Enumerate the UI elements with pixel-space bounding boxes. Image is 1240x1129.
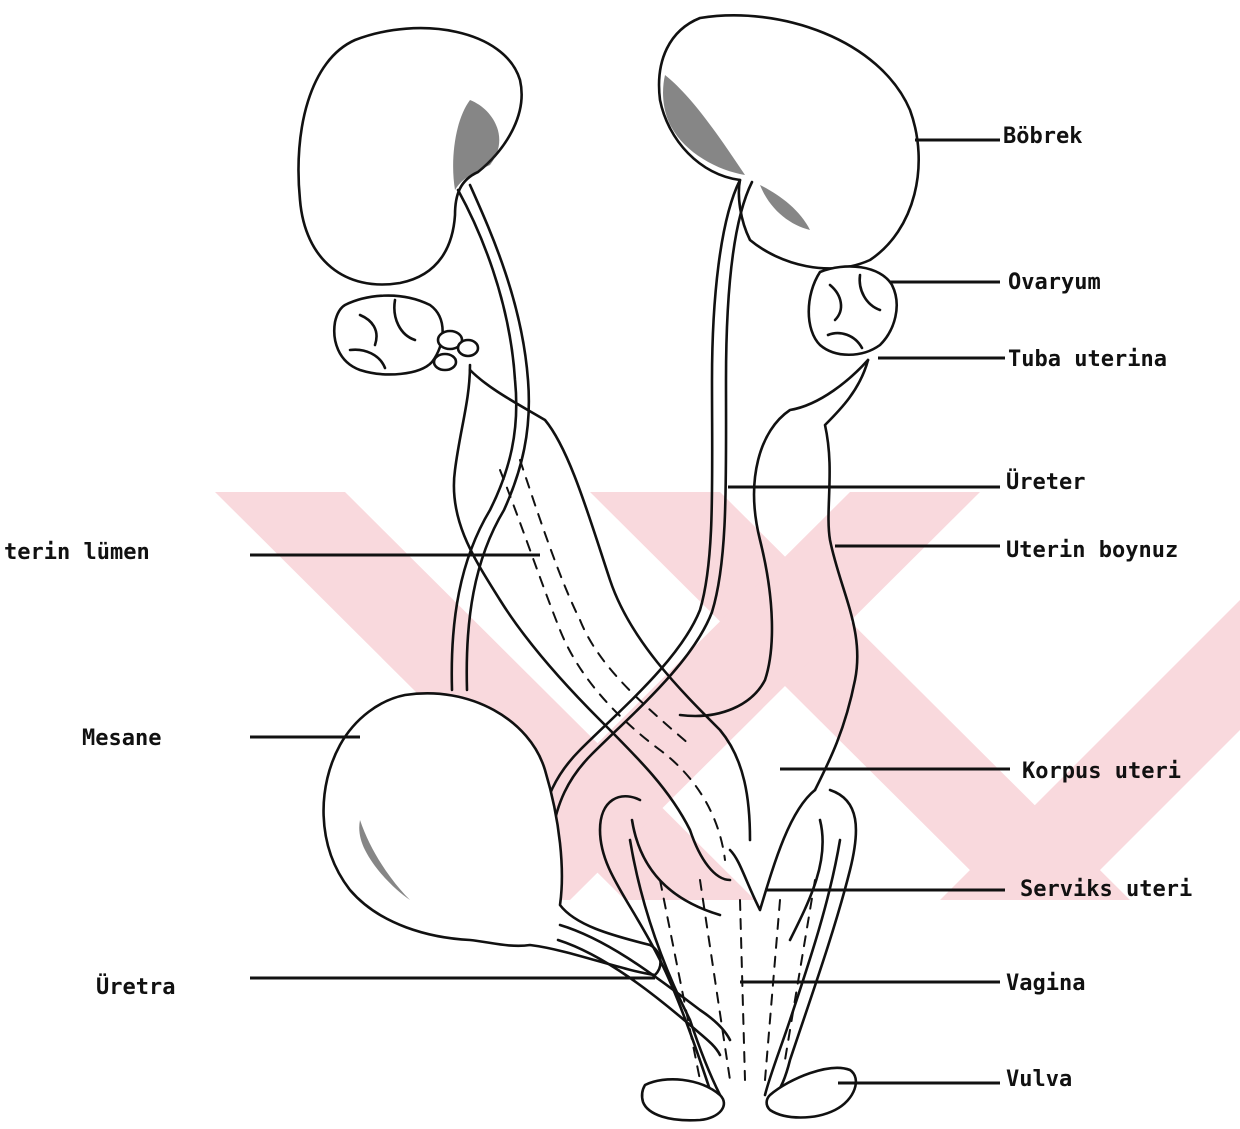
label-ovaryum: Ovaryum [1008,270,1101,296]
left-ovary [334,296,478,375]
label-vulva: Vulva [1006,1067,1072,1093]
vulva [642,1068,856,1120]
label-uterin-lumen: terin lümen [4,540,150,566]
label-vagina: Vagina [1006,971,1085,997]
label-korpus-uteri: Korpus uteri [1022,759,1181,785]
left-kidney [298,28,521,284]
label-uretra: Üretra [96,975,175,1001]
label-serviks-uteri: Serviks uteri [1020,877,1192,903]
label-bobrek: Böbrek [1003,124,1082,150]
label-mesane: Mesane [82,726,161,752]
label-ureter: Üreter [1006,470,1085,496]
label-tuba-uterina: Tuba uterina [1008,347,1167,373]
right-ovary [809,266,897,354]
right-kidney [659,15,919,268]
label-uterin-boynuz: Uterin boynuz [1006,538,1178,564]
